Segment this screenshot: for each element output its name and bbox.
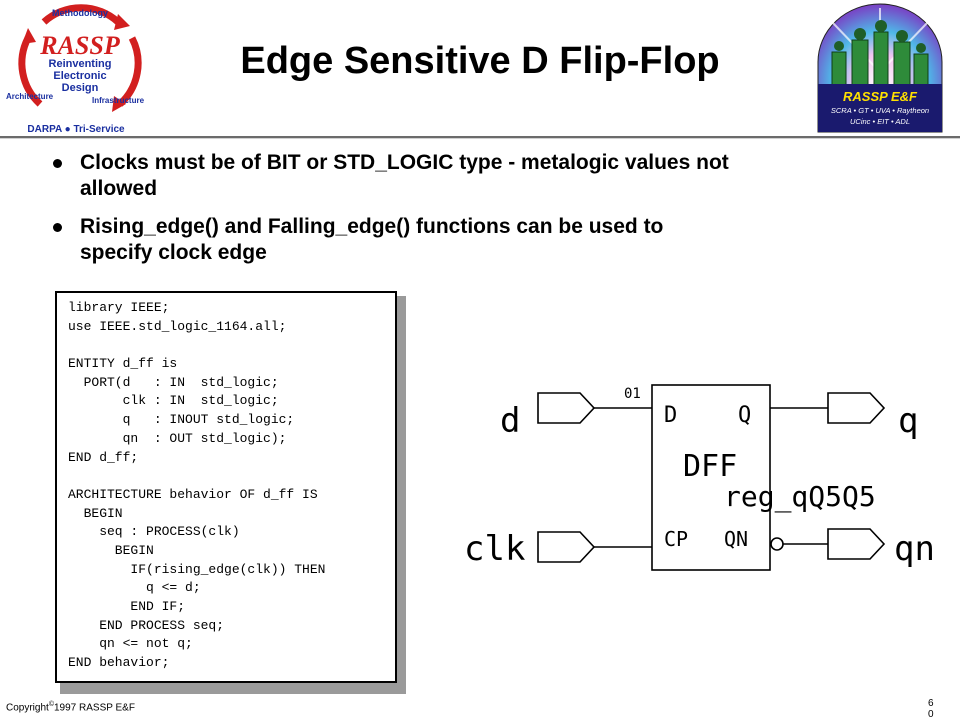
copyright-rest: 1997 RASSP E&F xyxy=(53,702,135,714)
copyright-prefix: Copyright xyxy=(6,702,49,714)
badge-line1: SCRA • GT • UVA • Raytheon xyxy=(831,106,929,115)
page-number-line: 0 xyxy=(928,709,934,720)
code-line: seq : PROCESS(clk) xyxy=(68,524,240,540)
port-d-label: d xyxy=(500,401,520,441)
code-line: use IEEE.std_logic_1164.all; xyxy=(68,318,287,334)
logo-line3: Design xyxy=(62,82,99,94)
cell-name-label: DFF xyxy=(683,449,737,484)
logo-line1: Reinventing xyxy=(49,58,112,70)
badge-line2: UCinc • EIT • ADL xyxy=(850,117,910,126)
port-qn-label: qn xyxy=(894,529,935,569)
code-line: q <= d; xyxy=(68,580,201,596)
logo-methodology: Methodology xyxy=(52,8,108,18)
vhdl-code-box: library IEEE; use IEEE.std_logic_1164.al… xyxy=(55,291,397,683)
bullet-list: Clocks must be of BIT or STD_LOGIC type … xyxy=(50,150,930,278)
code-line: ARCHITECTURE behavior OF d_ff IS xyxy=(68,486,318,502)
dff-schematic: 01 D Q DFF reg_qQ5Q5 CP QN d clk q qn xyxy=(464,384,935,571)
copyright-symbol: © xyxy=(48,701,54,708)
logo-sponsor: DARPA ● Tri-Service xyxy=(27,124,125,135)
code-line: END d_ff; xyxy=(68,449,139,465)
pin-qn-label: QN xyxy=(724,527,748,551)
bullet-line: specify clock edge xyxy=(80,241,267,264)
rassp-logo: Methodology RASSP Reinventing Electronic… xyxy=(6,4,145,135)
logo-architecture: Architecture xyxy=(6,92,54,101)
code-line: BEGIN xyxy=(68,505,123,521)
code-line: IF(rising_edge(clk)) THEN xyxy=(68,561,326,577)
bullet-line: allowed xyxy=(80,177,158,200)
pin-d-label: D xyxy=(664,403,677,428)
logo-rassp: RASSP xyxy=(39,31,121,60)
page-number: 6 0 xyxy=(928,698,938,720)
code-line: END behavior; xyxy=(68,655,170,671)
port-clk-label: clk xyxy=(464,529,525,569)
code-line: END PROCESS seq; xyxy=(68,617,225,633)
bullet-line: Clocks must be of BIT or STD_LOGIC type … xyxy=(80,151,729,174)
register-label: reg_qQ5Q5 xyxy=(724,480,876,514)
code-line: q : INOUT std_logic; xyxy=(68,412,295,428)
code-line xyxy=(68,336,325,355)
rassp-ef-badge: RASSP E&F SCRA • GT • UVA • Raytheon UCi… xyxy=(817,3,943,133)
bullet-item: Clocks must be of BIT or STD_LOGIC type … xyxy=(50,150,930,202)
code-line: qn : OUT std_logic); xyxy=(68,430,287,446)
bullet-line: Rising_edge() and Falling_edge() functio… xyxy=(80,215,664,238)
code-line: END IF; xyxy=(68,599,186,614)
code-line: library IEEE; xyxy=(68,300,170,315)
header-divider xyxy=(0,136,960,139)
badge-title: RASSP E&F xyxy=(843,89,918,104)
code-line: PORT(d : IN std_logic; xyxy=(68,374,279,390)
page-number-line: 6 xyxy=(928,698,934,709)
logo-infrastructure: Infrastructure xyxy=(92,96,145,105)
pin-q-label: Q xyxy=(738,403,751,428)
bullet-item: Rising_edge() and Falling_edge() functio… xyxy=(50,214,930,266)
slide-title: Edge Sensitive D Flip-Flop xyxy=(240,40,720,82)
code-line: BEGIN xyxy=(68,542,154,558)
logo-line2: Electronic xyxy=(53,70,106,82)
vhdl-code: library IEEE; use IEEE.std_logic_1164.al… xyxy=(68,299,325,673)
instance-label: 01 xyxy=(624,386,641,402)
bullet-dot-icon xyxy=(53,159,62,168)
bullet-dot-icon xyxy=(53,223,62,232)
copyright-notice: Copyright©1997 RASSP E&F xyxy=(6,701,135,713)
code-line xyxy=(68,467,325,486)
code-line: qn <= not q; xyxy=(68,636,193,652)
code-line: clk : IN std_logic; xyxy=(68,393,279,409)
code-line: ENTITY d_ff is xyxy=(68,356,178,372)
pin-cp-label: CP xyxy=(664,527,688,551)
port-q-label: q xyxy=(898,401,918,441)
